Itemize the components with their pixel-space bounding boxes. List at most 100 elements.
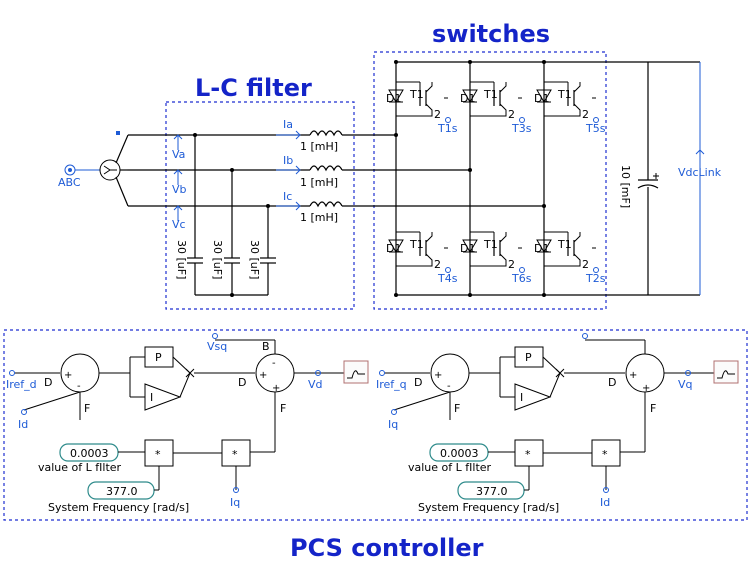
ctrl2-freq-constant[interactable]: 377.0 (457, 481, 525, 500)
capacitor-label-b: 30 [uF] (211, 240, 224, 279)
ctrl1-sum-junction-1[interactable]: +- (60, 353, 100, 393)
switch-bottom-2-gate-label: T6s (511, 272, 532, 285)
current-meter-b (276, 165, 301, 175)
ctrl2-freq-value: 377.0 (476, 485, 508, 498)
ctrl2-feedback-port: F (454, 402, 460, 415)
ctrl1-mult1-label: * (155, 448, 161, 461)
ctrl1-freq-caption: System Frequency [rad/s] (48, 501, 189, 514)
current-label-c: Ic (283, 190, 292, 203)
ctrl2-multiplier-2[interactable] (591, 439, 621, 467)
ctrl1-feedback-label: Id (18, 418, 28, 431)
ctrl2-sum2-plus-b: + (642, 383, 650, 394)
ctrl2-mult2-label: * (602, 448, 608, 461)
filter-inductor-c[interactable] (309, 201, 544, 208)
current-label-a: Ia (283, 118, 293, 131)
ctrl2-i-block[interactable] (514, 383, 552, 411)
ctrl1-sum-junction-2[interactable]: ++- (255, 353, 295, 394)
ctrl1-mult2-label: * (232, 448, 238, 461)
ctrl2-i-label: I (520, 391, 523, 404)
inductor-label-b: 1 [mH] (300, 176, 338, 189)
ctrl1-ref-port: D (44, 376, 52, 389)
ctrl2-sum-junction-1[interactable]: +- (430, 353, 470, 393)
ctrl2-sum2-plus-a: + (629, 370, 637, 381)
ctrl1-i-label: I (150, 391, 153, 404)
ctrl2-ref-port: D (414, 376, 422, 389)
ctrl1-sum2-plus-b: + (272, 383, 280, 394)
ctrl1-pi-out-port: D (238, 376, 246, 389)
switch-bottom-1-igbt-label: T1 (409, 238, 424, 251)
ctrl1-scope[interactable] (343, 360, 369, 384)
current-meter-c (276, 201, 301, 211)
ctrl2-freq-caption: System Frequency [rad/s] (418, 501, 559, 514)
ctrl2-ff-port: F (650, 402, 656, 415)
filter-capacitor-a[interactable] (187, 135, 203, 295)
dc-link-capacitor[interactable] (637, 62, 659, 295)
ctrl1-multiplier-2[interactable] (221, 439, 251, 467)
switch-top-3-igbt-label: T1 (557, 88, 572, 101)
filter-capacitor-b[interactable] (224, 170, 240, 295)
ctrl2-l-constant[interactable]: 0.0003 (429, 443, 489, 462)
three-phase-source[interactable] (64, 131, 121, 181)
ctrl2-cross-current-label: Id (600, 496, 610, 509)
ctrl1-pi-sum (185, 368, 195, 378)
ctrl1-output-label: Vd (308, 378, 323, 391)
current-label-b: Ib (283, 154, 293, 167)
ctrl1-cross-current-label: Iq (230, 496, 240, 509)
pcs-controller-group (3, 329, 748, 521)
ctrl2-l-value: 0.0003 (440, 447, 479, 460)
ctrl1-cross-feed-port: B (262, 340, 270, 353)
ctrl1-cross-feed-label: Vsq (207, 340, 227, 353)
ctrl2-pi-out-port: D (608, 376, 616, 389)
ctrl1-sum1-plus: + (64, 370, 72, 381)
ctrl2-pi-sum (555, 368, 565, 378)
switch-bottom-3-pin-label: 2 (582, 258, 589, 271)
switch-bottom-1-pin-label: 2 (434, 258, 441, 271)
lc-filter-title: L-C filter (195, 74, 312, 102)
ctrl2-sum-junction-2[interactable]: ++ (625, 353, 665, 394)
ctrl1-i-block[interactable] (144, 383, 182, 411)
switch-top-1-igbt-label: T1 (409, 88, 424, 101)
filter-inductor-b[interactable] (309, 165, 470, 172)
ctrl2-scope[interactable] (713, 360, 739, 384)
dc-voltage-meter (695, 62, 705, 295)
switch-top-3-pin-label: 2 (582, 108, 589, 121)
ctrl1-l-constant[interactable]: 0.0003 (59, 443, 119, 462)
ctrl1-ref-label: Iref_d (6, 378, 37, 391)
ctrl2-feedback-label: Iq (388, 418, 398, 431)
switch-top-1-diode-label: D1 (386, 92, 401, 105)
ctrl1-multiplier-1[interactable] (144, 439, 174, 467)
voltage-label-c: Vc (172, 218, 186, 231)
ctrl1-sum1-minus: - (77, 381, 81, 392)
current-meter-a (276, 130, 301, 140)
switch-bottom-1-diode-label: D1 (386, 242, 401, 255)
switch-top-3-gate-label: T5s (585, 122, 606, 135)
ctrl1-freq-constant[interactable]: 377.0 (87, 481, 155, 500)
dc-link-label: VdcLink (678, 166, 722, 179)
filter-inductor-a[interactable] (309, 130, 396, 137)
switch-bottom-3-igbt-label: T1 (557, 238, 572, 251)
ctrl2-p-label: P (525, 351, 532, 364)
inductor-label-c: 1 [mH] (300, 211, 338, 224)
ctrl1-sum2-plus-a: + (259, 370, 267, 381)
capacitor-label-c: 30 [uF] (248, 240, 261, 279)
switch-top-1-gate-label: T1s (437, 122, 458, 135)
source-label: ABC (58, 176, 81, 189)
switch-top-2-diode-label: D1 (460, 92, 475, 105)
filter-capacitor-c[interactable] (260, 206, 276, 295)
ctrl1-ff-port: F (280, 402, 286, 415)
voltage-label-a: Va (172, 148, 185, 161)
dc-cap-label: 10 [mF] (619, 165, 632, 208)
switches-group (373, 51, 607, 310)
switch-bottom-2-diode-label: D1 (460, 242, 475, 255)
ctrl1-feedback-port: F (84, 402, 90, 415)
